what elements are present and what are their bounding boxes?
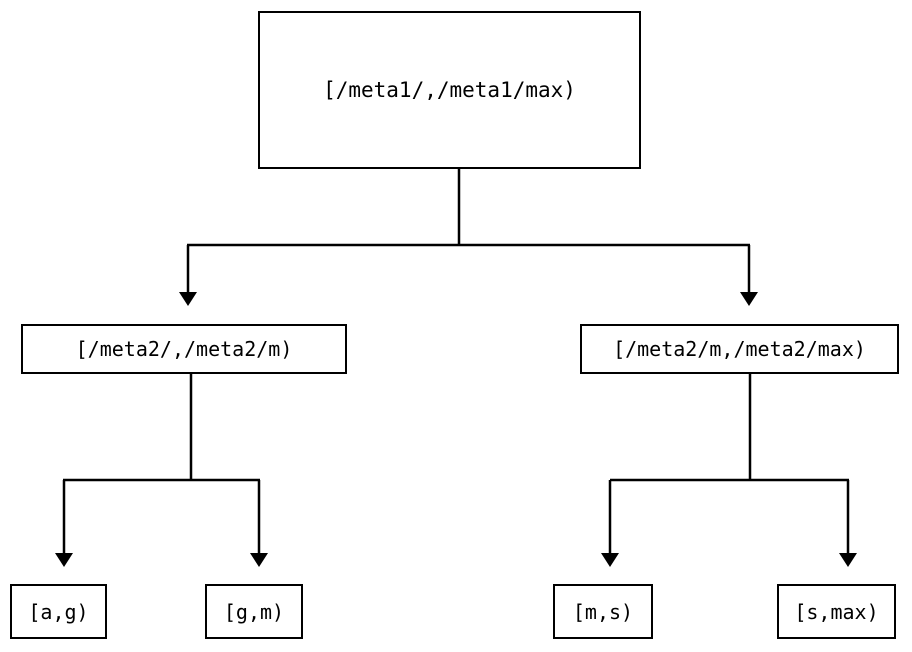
node-leaf-3: [m,s) [553,584,653,639]
arrowhead-mid-right-icon [740,292,758,306]
arrowhead-leaf-1-icon [55,553,73,567]
arrowhead-leaf-4-icon [839,553,857,567]
node-root-label: [/meta1/,/meta1/max) [323,78,576,102]
arrowhead-leaf-2-icon [250,553,268,567]
node-mid-left-label: [/meta2/,/meta2/m) [75,337,293,361]
node-mid-right: [/meta2/m,/meta2/max) [580,324,899,374]
node-leaf-4: [s,max) [777,584,896,639]
node-root: [/meta1/,/meta1/max) [258,11,641,169]
node-leaf-4-label: [s,max) [794,599,879,624]
arrowhead-leaf-3-icon [601,553,619,567]
arrowhead-mid-left-icon [179,292,197,306]
node-leaf-1-label: [a,g) [28,599,89,624]
node-leaf-2: [g,m) [205,584,303,639]
node-leaf-1: [a,g) [10,584,107,639]
node-mid-left: [/meta2/,/meta2/m) [21,324,347,374]
node-mid-right-label: [/meta2/m,/meta2/max) [613,337,866,361]
node-leaf-2-label: [g,m) [223,599,285,624]
node-leaf-3-label: [m,s) [572,599,634,624]
